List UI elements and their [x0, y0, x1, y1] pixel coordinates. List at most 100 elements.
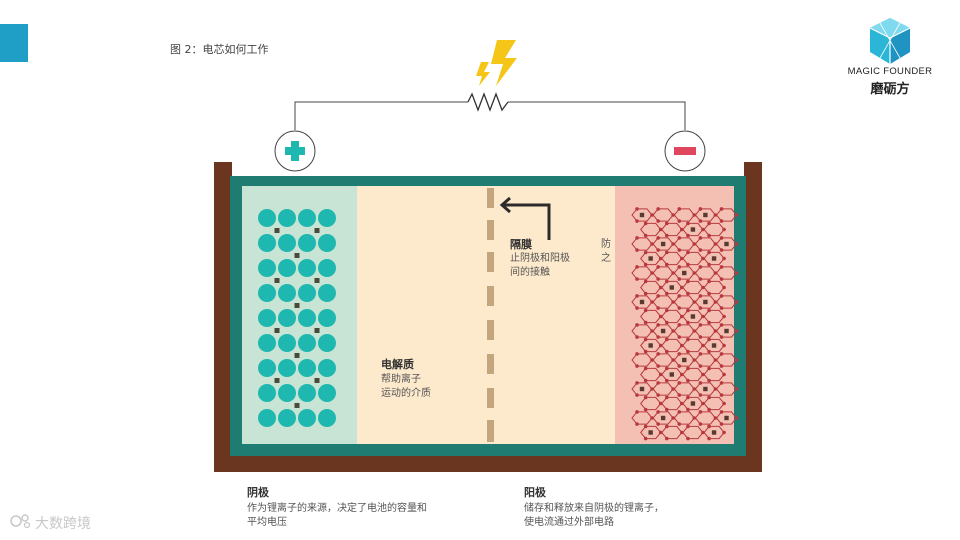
- graphite-node: [656, 335, 660, 339]
- graphite-node: [656, 352, 660, 356]
- graphite-node: [722, 343, 726, 348]
- lithium-ion-particle: [258, 284, 276, 302]
- separator-title: 隔膜: [510, 238, 532, 251]
- graphite-node: [658, 227, 663, 232]
- graphite-node: [635, 236, 639, 240]
- graphite-node: [643, 424, 648, 429]
- graphite-node: [650, 329, 654, 333]
- graphite-node: [686, 233, 690, 238]
- graphite-hexagon: [640, 367, 662, 382]
- intercalated-ion: [711, 343, 717, 348]
- graphite-node: [650, 242, 654, 246]
- lattice-dot: [314, 228, 320, 233]
- graphite-hexagon: [694, 353, 717, 367]
- graphite-hexagon: [661, 280, 683, 295]
- graphite-node: [719, 219, 724, 223]
- graphite-hexagon: [673, 208, 695, 222]
- graphite-node: [656, 236, 660, 240]
- graphite-hexagon: [661, 367, 683, 382]
- graphite-node: [643, 233, 648, 238]
- graphite-node: [658, 372, 663, 377]
- graphite-node: [686, 395, 690, 400]
- lithium-ion-particle: [298, 359, 316, 377]
- graphite-node: [677, 422, 682, 426]
- graphite-node: [707, 366, 711, 371]
- graphite-node: [679, 314, 684, 319]
- graphite-node: [643, 320, 648, 325]
- figure-title: 图 2：电芯如何工作: [170, 43, 269, 56]
- graphite-node: [719, 364, 724, 368]
- graphite-node: [664, 320, 669, 325]
- graphite-node: [719, 294, 724, 298]
- graphite-node: [701, 372, 705, 377]
- lattice-dot: [314, 378, 320, 383]
- graphite-node: [671, 329, 675, 333]
- graphite-node: [650, 213, 654, 217]
- graphite-node: [677, 381, 682, 385]
- graphite-node: [707, 436, 711, 441]
- graphite-node: [658, 314, 663, 319]
- graphite-node: [734, 271, 739, 275]
- graphite-node: [698, 294, 703, 298]
- graphite-node: [713, 300, 718, 304]
- intercalated-ion: [660, 415, 666, 421]
- graphite-node: [650, 387, 654, 391]
- graphite-hexagon: [640, 396, 662, 411]
- intercalated-ion: [711, 430, 717, 435]
- graphite-hexagon: [715, 411, 738, 425]
- graphite-node: [698, 248, 703, 252]
- lithium-ion-particle: [318, 334, 336, 352]
- graphite-node: [686, 308, 690, 313]
- graphite-node: [656, 422, 660, 426]
- graphite-hexagon: [682, 425, 704, 440]
- graphite-node: [656, 248, 660, 252]
- graphite-node: [656, 364, 660, 368]
- intercalated-ion: [724, 328, 729, 334]
- graphite-node: [677, 236, 682, 240]
- graphite-node: [658, 285, 663, 290]
- graphite-hexagon: [661, 251, 683, 266]
- lithium-ion-particle: [278, 384, 296, 402]
- lithium-ion-particle: [318, 359, 336, 377]
- graphite-node: [671, 358, 675, 362]
- graphite-hexagon: [673, 382, 695, 396]
- graphite-node: [734, 242, 739, 246]
- intercalated-ion: [724, 415, 729, 421]
- graphite-hexagon: [661, 309, 683, 324]
- lithium-ion-particle: [258, 384, 276, 402]
- graphite-node: [635, 277, 639, 281]
- graphite-node: [664, 337, 669, 342]
- cathode-title: 阴极: [247, 486, 269, 499]
- graphite-node: [698, 306, 703, 310]
- lattice-dot: [274, 328, 280, 333]
- graphite-node: [671, 271, 675, 275]
- graphite-hexagon: [661, 396, 683, 411]
- lithium-ion-particle: [258, 209, 276, 227]
- graphite-node: [686, 320, 690, 325]
- graphite-node: [679, 256, 684, 261]
- graphite-node: [677, 277, 682, 281]
- lithium-ion-particle: [278, 284, 296, 302]
- graphite-node: [713, 213, 718, 217]
- graphite-node: [719, 207, 724, 211]
- graphite-hexagon: [703, 396, 725, 411]
- graphite-node: [635, 265, 639, 269]
- electrolyte-title: 电解质: [381, 358, 414, 371]
- lithium-ion-particle: [278, 309, 296, 327]
- intercalated-ion: [660, 328, 666, 334]
- graphite-node: [719, 393, 724, 397]
- intercalated-ion: [639, 386, 645, 392]
- graphite-node: [643, 395, 648, 400]
- resistor-icon: [467, 92, 509, 112]
- graphite-node: [713, 387, 718, 391]
- graphite-node: [650, 416, 654, 420]
- logo-english-text: MAGIC FOUNDER: [847, 66, 933, 77]
- intercalated-ion: [669, 285, 674, 290]
- graphite-node: [713, 271, 718, 275]
- lattice-dot: [274, 228, 280, 233]
- graphite-node: [686, 378, 690, 383]
- graphite-node: [658, 401, 663, 406]
- graphite-hexagon: [703, 280, 725, 295]
- graphite-node: [686, 349, 690, 354]
